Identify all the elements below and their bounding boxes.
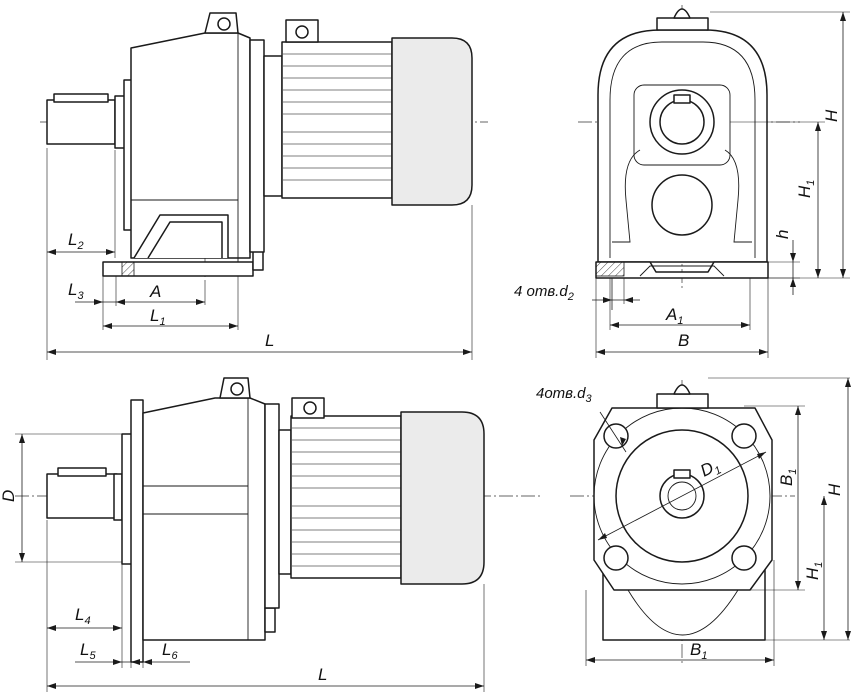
note-holes-d3: 4отв.d3 <box>536 385 593 405</box>
dim-label-B1-horizontal: B1 <box>690 640 707 662</box>
note-holes-d2: 4 отв.d2 <box>514 283 574 303</box>
foot-bolt-hole-section <box>121 261 135 277</box>
dim-label-L1: L1 <box>150 306 166 328</box>
end-foot-bolt-section <box>595 261 625 277</box>
flange-fan-cover <box>400 411 485 585</box>
dim-label-H1-bottom: H1 <box>803 562 825 580</box>
dim-label-H-bottom: H <box>825 483 844 496</box>
fan-cover <box>391 37 473 206</box>
flange-motor-stator <box>290 415 402 579</box>
flange-cooling-fins <box>291 427 401 567</box>
flange-output-shaft <box>46 473 118 519</box>
motor-stator <box>281 41 393 199</box>
dim-label-L6: L6 <box>162 640 178 662</box>
end-foot <box>595 261 769 279</box>
bolt-hole-bottom-left <box>603 545 629 571</box>
dim-label-L5: L5 <box>80 640 96 662</box>
dim-label-B1-vertical: B1 <box>777 469 799 486</box>
lifting-eye-hole <box>217 17 231 31</box>
terminal-box-hole <box>295 25 309 39</box>
foot-mount-side-view: L2 L3 A L1 L <box>40 12 488 360</box>
motor-adapter <box>249 39 265 253</box>
top-boss <box>656 17 709 31</box>
lower-boss <box>651 174 713 236</box>
flange-mount-side-view: D L4 L5 L6 L <box>0 377 540 692</box>
motor-flange <box>263 55 283 197</box>
bolt-hole-top-right <box>731 423 757 449</box>
flange-mount-end-view: 4отв.d3 D1 B1 H1 H B1 <box>536 377 851 666</box>
shaft-key <box>53 93 109 103</box>
dim-label-H-top: H <box>822 109 841 122</box>
dim-label-A: A <box>149 282 161 301</box>
foot-mount-end-view: h H1 H 4 отв.d2 A1 B <box>514 5 850 358</box>
dim-label-L3: L3 <box>68 280 84 302</box>
dim-label-A1: A1 <box>665 305 683 327</box>
output-shaft <box>46 99 116 145</box>
dim-label-H1-top: H1 <box>795 180 817 198</box>
dim-label-L-bottom: L <box>318 665 327 684</box>
flange-lifting-eye-hole <box>230 382 244 396</box>
flange-plate <box>130 399 144 663</box>
dim-label-D: D <box>0 490 18 502</box>
bolt-hole-bottom-right <box>731 545 757 571</box>
dim-label-L-top: L <box>265 331 274 350</box>
dim-label-L2: L2 <box>68 230 84 252</box>
dim-label-B: B <box>678 331 689 350</box>
flange-drain-plug <box>264 607 276 633</box>
dim-label-h: h <box>773 230 792 239</box>
flange-shaft-key <box>57 467 107 477</box>
flange-gearbox-housing <box>142 397 266 641</box>
dim-label-L4: L4 <box>75 605 91 627</box>
flange-motor-adapter <box>264 403 280 609</box>
breather <box>673 8 691 19</box>
cooling-fins <box>282 53 392 181</box>
